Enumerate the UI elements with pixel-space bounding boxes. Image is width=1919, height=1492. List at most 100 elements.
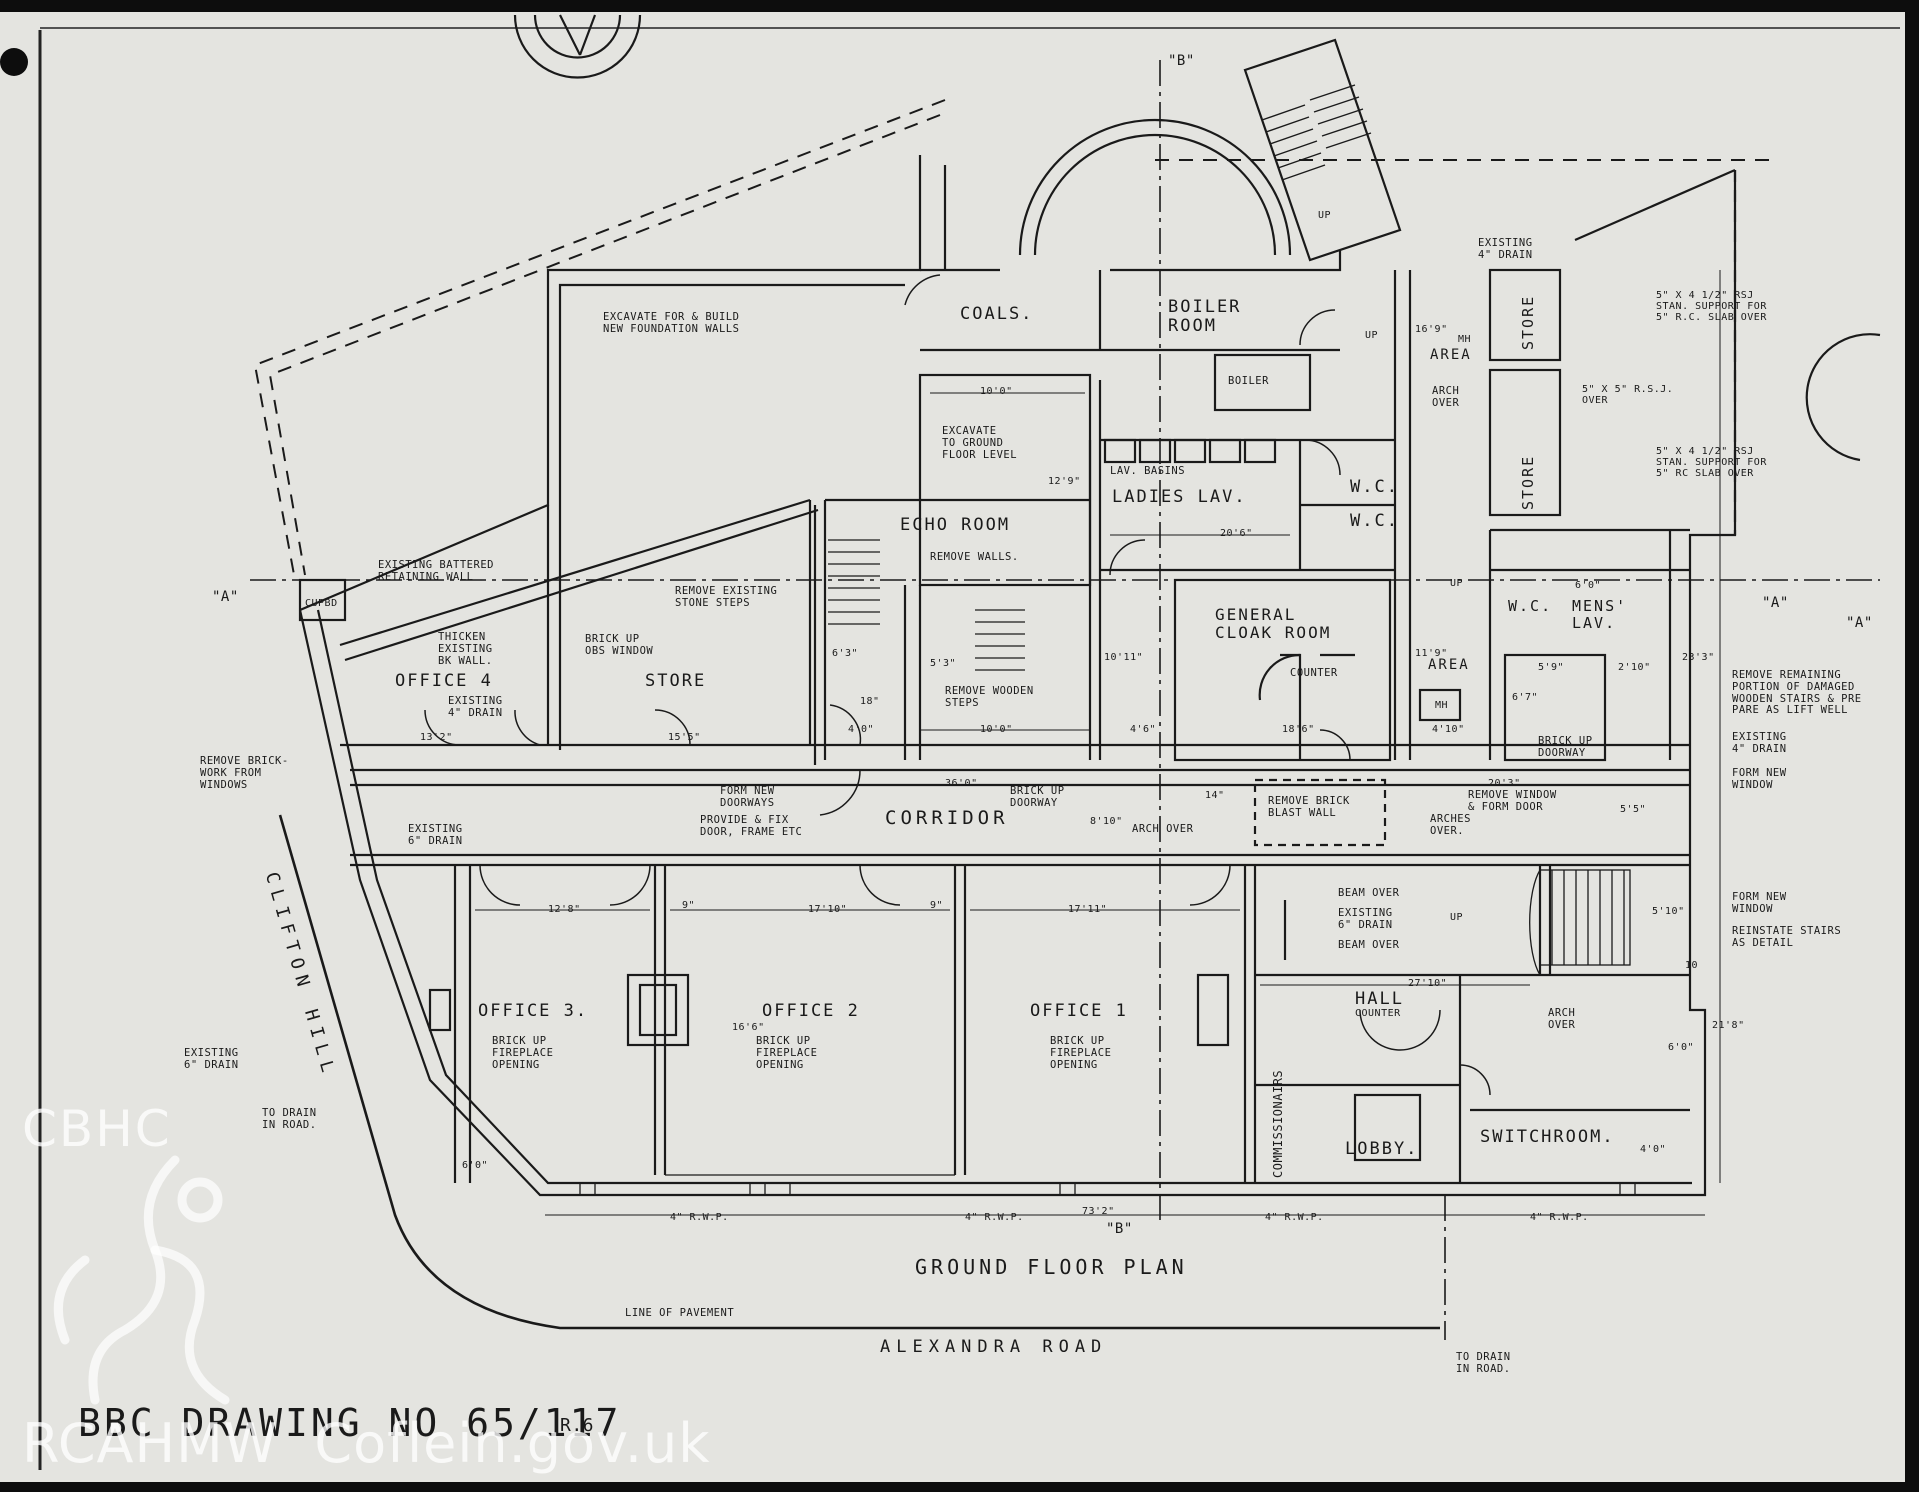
section-a-right: "A" — [1762, 595, 1789, 611]
dim-14: 14" — [1205, 790, 1225, 801]
room-mens-lav: MENS' LAV. — [1572, 597, 1628, 632]
room-commissionaires: COMMISSIONAIRS — [1271, 1069, 1285, 1178]
dim-12-9: 12'9" — [1048, 476, 1081, 487]
note-battered-wall: EXISTING BATTERED RETAINING WALL — [378, 559, 494, 583]
note-existing-6-drain-hall: EXISTING 6" DRAIN — [1338, 907, 1393, 931]
watermark-cbhc: CBHC — [22, 1100, 172, 1158]
room-echo-room: ECHO ROOM — [900, 515, 1011, 535]
room-cupbd: CUPBD — [305, 598, 338, 609]
dim-13-2: 13'2" — [420, 732, 453, 743]
dim-16-9: 16'9" — [1415, 324, 1448, 335]
dim-12-8: 12'8" — [548, 904, 581, 915]
note-existing-drain-office4: EXISTING 4" DRAIN — [448, 695, 503, 719]
room-up-4: UP — [1450, 912, 1464, 923]
note-rwp-1: 4" R.W.P. — [670, 1212, 729, 1223]
room-office-3: OFFICE 3. — [478, 1001, 589, 1021]
note-rsj-2: 5" x 5" R.S.J. OVER — [1582, 384, 1674, 407]
note-reinstate-stairs: REINSTATE STAIRS AS DETAIL — [1732, 925, 1842, 949]
room-lobby: LOBBY. — [1345, 1139, 1419, 1159]
note-rwp-2: 4" R.W.P. — [965, 1212, 1024, 1223]
room-hall: HALL — [1355, 989, 1404, 1009]
dim-17-11: 17'11" — [1068, 904, 1108, 915]
note-brick-up-doorway: BRICK UP DOORWAY — [1010, 785, 1065, 809]
dragon-logo-icon — [53, 1155, 230, 1405]
room-wc-2: W.C. — [1350, 511, 1399, 531]
note-remove-stone-steps: REMOVE EXISTING STONE STEPS — [675, 585, 778, 609]
dim-6-0: 6'0" — [462, 1160, 489, 1171]
note-rwp-3: 4" R.W.P. — [1265, 1212, 1324, 1223]
room-area-mid: AREA — [1428, 657, 1470, 673]
note-rsj-1: 5" x 4 1/2" RSJ STAN. SUPPORT FOR 5" R.C… — [1656, 290, 1767, 324]
dim-2-10: 2'10" — [1618, 662, 1651, 673]
dim-5-5: 5'5" — [1620, 804, 1647, 815]
dim-36-0: 36'0" — [945, 778, 978, 789]
note-rsj-3: 5" x 4 1/2" RSJ STAN. SUPPORT FOR 5" RC … — [1656, 446, 1767, 480]
note-arches-over: ARCHES OVER. — [1430, 813, 1471, 837]
dim-20-6: 20'6" — [1220, 528, 1253, 539]
room-mh-2: MH — [1435, 700, 1449, 711]
dim-11-9: 11'9" — [1415, 648, 1448, 659]
note-fireplace-2: BRICK UP FIREPLACE OPENING — [756, 1035, 818, 1071]
room-mh-1: MH — [1458, 334, 1472, 345]
room-wc-mens: W.C. — [1508, 597, 1553, 615]
dim-5-3: 5'3" — [930, 658, 957, 669]
dim-5-10: 5'10" — [1652, 906, 1685, 917]
room-general-cloak-room: GENERAL CLOAK ROOM — [1215, 605, 1332, 642]
room-corridor: CORRIDOR — [885, 807, 1009, 829]
room-store-main: STORE — [645, 671, 707, 691]
dim-6-3: 6'3" — [832, 648, 859, 659]
note-to-drain-bottom: TO DRAIN IN ROAD. — [1456, 1351, 1511, 1375]
dim-10-11: 10'11" — [1104, 652, 1144, 663]
dim-4-6: 4'6" — [1130, 724, 1157, 735]
room-lav-basins: LAV. BASINS — [1110, 465, 1186, 477]
note-remove-blast-wall: REMOVE BRICK BLAST WALL — [1268, 795, 1350, 819]
dim-6-0b: 6'0" — [1575, 580, 1602, 591]
note-arch-over-area: ARCH OVER — [1432, 385, 1460, 409]
note-form-new-doorways: FORM NEW DOORWAYS — [720, 785, 775, 809]
note-existing-drain-right: EXISTING 4" DRAIN — [1732, 731, 1787, 755]
room-ladies-lav: LADIES LAV. — [1112, 487, 1247, 507]
section-a-left: "A" — [212, 589, 239, 605]
dim-4-10: 4'10" — [1432, 724, 1465, 735]
dim-16-6: 16'6" — [732, 1022, 765, 1033]
dim-4-0: 4'0" — [848, 724, 875, 735]
note-provide-fix-door: PROVIDE & FIX DOOR, FRAME ETC — [700, 814, 803, 838]
dim-8-10: 8'10" — [1090, 816, 1123, 827]
note-form-new-window-right-1: FORM NEW WINDOW — [1732, 767, 1787, 791]
room-counter-cloak: COUNTER — [1290, 667, 1338, 679]
dim-9b: 9" — [930, 900, 944, 911]
note-thicken-wall: THICKEN EXISTING BK WALL. — [438, 631, 493, 667]
dim-6-7: 6'7" — [1512, 692, 1539, 703]
room-boiler-room: BOILER ROOM — [1168, 297, 1242, 337]
note-brick-obs-window: BRICK UP OBS WINDOW — [585, 633, 654, 657]
note-brick-up-doorway-right: BRICK UP DOORWAY — [1538, 735, 1593, 759]
street-alexandra-road: ALEXANDRA ROAD — [880, 1337, 1108, 1357]
section-b-top: "B" — [1168, 53, 1195, 69]
section-a-far: "A" — [1846, 615, 1873, 631]
note-existing-6-drain-corridor: EXISTING 6" DRAIN — [408, 823, 463, 847]
note-form-new-window-right-2: FORM NEW WINDOW — [1732, 891, 1787, 915]
dim-18: 18" — [860, 696, 880, 707]
room-counter-hall: COUNTER — [1355, 1008, 1401, 1019]
dim-21-8: 21'8" — [1712, 1020, 1745, 1031]
note-to-drain-left: TO DRAIN IN ROAD. — [262, 1107, 317, 1131]
dim-15-5: 15'5" — [668, 732, 701, 743]
note-existing-6-drain-left: EXISTING 6" DRAIN — [184, 1047, 239, 1071]
room-boiler: BOILER — [1228, 375, 1269, 387]
room-office-2: OFFICE 2 — [762, 1001, 860, 1021]
dim-18-6: 18'6" — [1282, 724, 1315, 735]
note-remove-window-form-door: REMOVE WINDOW & FORM DOOR — [1468, 789, 1557, 813]
section-b-bottom: "B" — [1106, 1221, 1133, 1237]
dim-overall-width: 73'2" — [1082, 1206, 1115, 1217]
room-office-4: OFFICE 4 — [395, 671, 493, 691]
room-switchroom: SWITCHROOM. — [1480, 1127, 1615, 1147]
drawing-revision: R.6 — [560, 1415, 595, 1436]
note-rwp-4: 4" R.W.P. — [1530, 1212, 1589, 1223]
room-coals: COALS. — [960, 304, 1034, 324]
note-arch-over-hall: ARCH OVER — [1548, 1007, 1576, 1031]
note-remove-walls: REMOVE WALLS. — [930, 551, 1019, 563]
room-area-top: AREA — [1430, 347, 1472, 363]
room-up-3: UP — [1450, 578, 1464, 589]
note-fireplace-1: BRICK UP FIREPLACE OPENING — [1050, 1035, 1112, 1071]
